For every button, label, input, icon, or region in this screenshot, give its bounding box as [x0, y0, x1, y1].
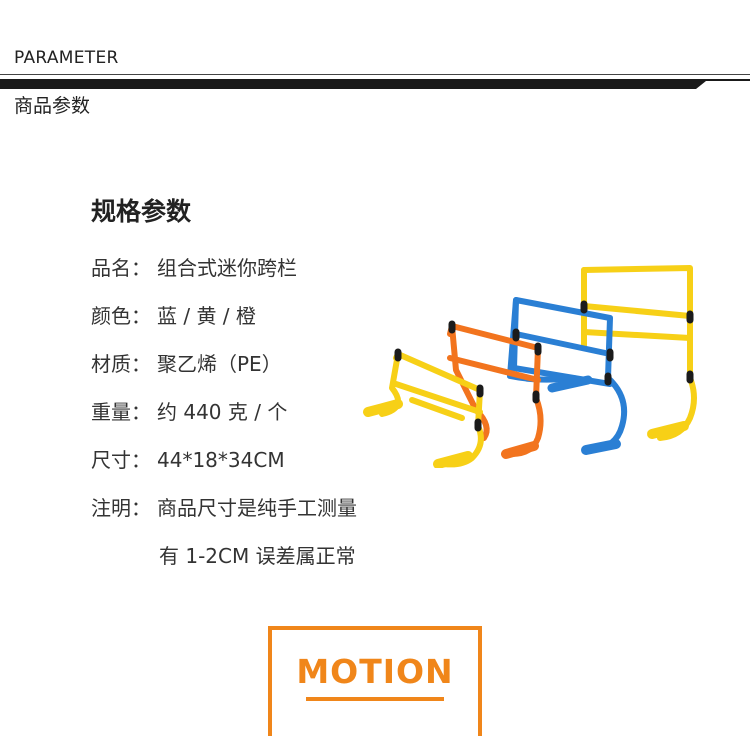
- spec-row-note: 注明：商品尺寸是纯手工测量: [91, 492, 357, 521]
- motion-label: MOTION: [296, 652, 454, 691]
- header-divider-line: [0, 74, 750, 75]
- spec-value: 商品尺寸是纯手工测量: [157, 496, 357, 520]
- spec-value: 聚乙烯（PE）: [157, 352, 282, 376]
- spec-row-name: 品名：组合式迷你跨栏: [91, 252, 297, 281]
- spec-value: 约 440 克 / 个: [157, 400, 288, 424]
- section-title-cn: 商品参数: [14, 95, 91, 117]
- spec-value: 44*18*34CM: [157, 448, 285, 472]
- spec-label: 品名：: [91, 256, 151, 280]
- header-divider-bar: [0, 79, 750, 89]
- spec-row-weight: 重量：约 440 克 / 个: [91, 396, 287, 425]
- spec-label: 材质：: [91, 352, 151, 376]
- spec-label: 注明：: [91, 496, 151, 520]
- spec-row-color: 颜色：蓝 / 黄 / 橙: [91, 300, 256, 329]
- mini-hurdles-image: [363, 265, 697, 468]
- spec-value: 蓝 / 黄 / 橙: [157, 304, 256, 328]
- spec-value: 组合式迷你跨栏: [157, 256, 297, 280]
- spec-label: 颜色：: [91, 304, 151, 328]
- motion-frame: [268, 626, 482, 736]
- spec-label: 尺寸：: [91, 448, 151, 472]
- spec-label: 重量：: [91, 400, 151, 424]
- orange-hurdle: [447, 323, 544, 459]
- spec-heading: 规格参数: [91, 197, 192, 226]
- spec-row-material: 材质：聚乙烯（PE）: [91, 348, 282, 377]
- spec-row-size: 尺寸：44*18*34CM: [91, 444, 285, 473]
- section-title-en: PARAMETER: [14, 48, 119, 68]
- hurdle-joints: [394, 300, 694, 432]
- spec-note-line2: 有 1-2CM 误差属正常: [159, 544, 356, 568]
- yellow-hurdle-front: [363, 351, 484, 468]
- motion-underline: [306, 697, 444, 701]
